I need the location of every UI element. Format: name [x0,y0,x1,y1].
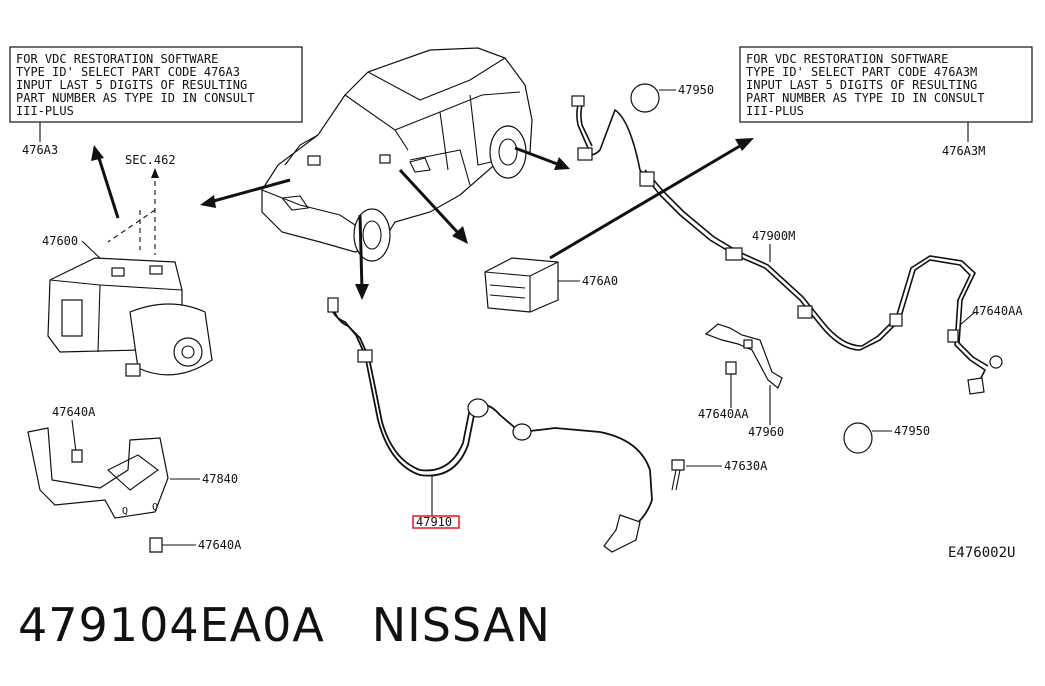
abs-actuator-unit [47,257,213,377]
label-47950-top: 47950 [678,83,714,97]
actuator-bracket: Q Q [27,427,169,519]
label-47640a-bottom: 47640A [198,538,242,552]
bracket-mark-q2: Q [152,502,158,513]
diagram-code: E476002U [948,545,1015,561]
caption-part-number: 479104EA0A [18,598,325,652]
note-box-right: FOR VDC RESTORATION SOFTWARE TYPE ID' SE… [739,46,1033,142]
note-right-line-5: III-PLUS [746,104,804,118]
label-476a0: 476A0 [582,274,618,288]
label-47840: 47840 [202,472,238,486]
label-sec-462: SEC.462 [125,153,176,167]
label-47900m: 47900M [752,229,795,243]
o-ring-47950-top [630,83,660,113]
label-47910: 47910 [416,515,452,529]
note-left-line-2: TYPE ID' SELECT PART CODE 476A3 [16,65,240,79]
note-left-line-5: III-PLUS [16,104,74,118]
bolt-47640a-bottom [149,537,163,553]
label-476a3m: 476A3M [942,144,985,158]
note-box-left: FOR VDC RESTORATION SOFTWARE TYPE ID' SE… [9,46,303,142]
yaw-sensor-476a0 [484,257,559,313]
note-right-line-1: FOR VDC RESTORATION SOFTWARE [746,52,948,66]
label-47950-bottom: 47950 [894,424,930,438]
note-left-line-3: INPUT LAST 5 DIGITS OF RESULTING [16,78,247,92]
label-47960: 47960 [748,425,784,439]
label-47600: 47600 [42,234,78,248]
bolt-47640aa-mid [725,361,737,375]
note-right-line-2: TYPE ID' SELECT PART CODE 476A3M [746,65,977,79]
note-left-line-4: PART NUMBER AS TYPE ID IN CONSULT [16,91,254,105]
label-47640aa-mid: 47640AA [698,407,749,421]
label-476a3: 476A3 [22,143,58,157]
note-right-line-3: INPUT LAST 5 DIGITS OF RESULTING [746,78,977,92]
note-left-line-1: FOR VDC RESTORATION SOFTWARE [16,52,218,66]
rear-sensor-harness-47900m [571,95,1003,395]
bracket-mark-q1: Q [122,506,128,517]
highlight-box-47910 [412,515,460,529]
bolt-47630a [671,459,685,491]
label-47640a-top: 47640A [52,405,96,419]
note-right-line-4: PART NUMBER AS TYPE ID IN CONSULT [746,91,984,105]
vehicle-illustration [261,47,533,262]
front-wheel-sensor-47910 [327,297,653,553]
label-47640aa-right: 47640AA [972,304,1023,318]
o-ring-47950-bottom [843,422,873,454]
part-caption: 479104EA0A NISSAN [18,598,551,652]
caption-brand: NISSAN [371,598,551,652]
label-47630a: 47630A [724,459,768,473]
pointer-arrows [91,138,754,300]
sensor-bracket-47960 [704,323,783,389]
